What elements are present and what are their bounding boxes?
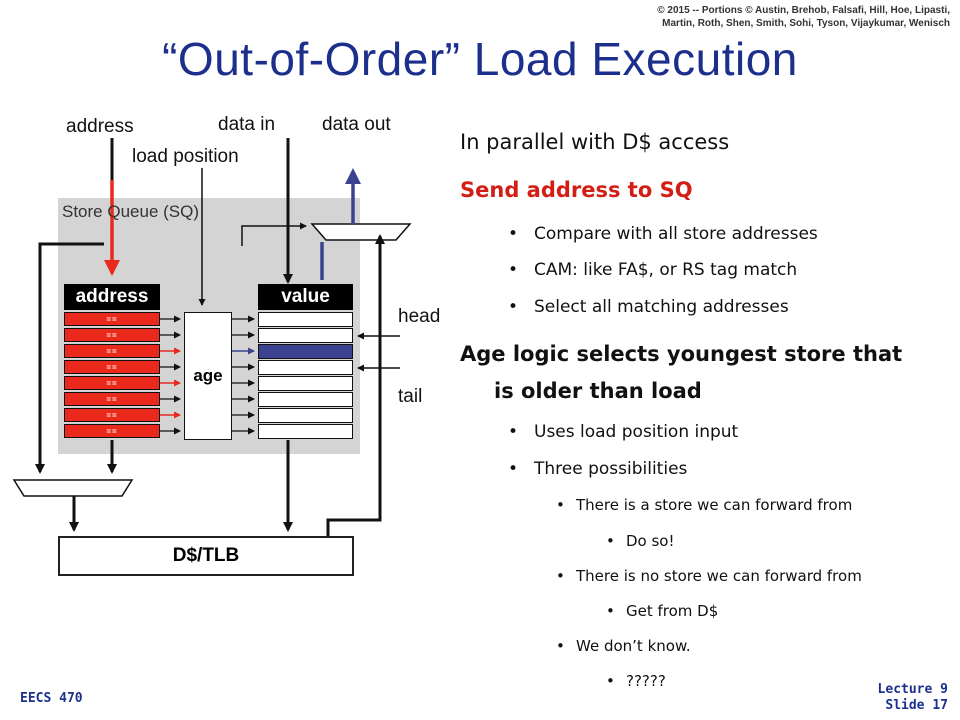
bullet-item: •Select all matching addresses <box>508 297 789 317</box>
cam-cell: == <box>64 408 160 422</box>
value-column-header: value <box>258 284 353 310</box>
bullet-item: •Compare with all store addresses <box>508 224 818 244</box>
tail-label: tail <box>398 386 423 407</box>
bullet-item: Send address to SQ <box>460 178 693 202</box>
value-cell <box>258 376 353 391</box>
bullet-item: •Three possibilities <box>508 459 688 479</box>
value-cell-selected <box>258 344 353 359</box>
address-column-header: address <box>64 284 160 310</box>
value-cell <box>258 328 353 343</box>
bullet-item: Age logic selects youngest store that <box>460 342 903 366</box>
value-cell <box>258 392 353 407</box>
slide-title: “Out-of-Order” Load Execution <box>162 33 798 85</box>
sq-diagram: address data in data out load position S… <box>0 100 460 600</box>
age-logic-box: age <box>184 312 232 440</box>
head-label: head <box>398 306 441 327</box>
cam-cell: == <box>64 392 160 406</box>
bullet-item: •There is a store we can forward from <box>556 496 853 514</box>
slide-number: Slide 17 <box>885 698 948 713</box>
cam-cell: == <box>64 312 160 326</box>
left-mux <box>12 479 134 497</box>
bullet-item: is older than load <box>494 379 702 403</box>
course-label: EECS 470 <box>20 691 83 706</box>
dcache-tlb-box: D$/TLB <box>58 536 354 576</box>
cam-cell: == <box>64 344 160 358</box>
bullet-item: •CAM: like FA$, or RS tag match <box>508 260 798 280</box>
store-queue-label: Store Queue (SQ) <box>62 202 200 221</box>
address-input-label: address <box>66 116 134 137</box>
bullet-item: •We don’t know. <box>556 637 691 655</box>
bullet-item: •????? <box>606 672 666 690</box>
slide-info: Lecture 9 Slide 17 <box>878 682 948 714</box>
cam-cell: == <box>64 376 160 390</box>
load-position-label: load position <box>132 146 239 167</box>
value-cell <box>258 424 353 439</box>
value-cell <box>258 408 353 423</box>
cam-cell: == <box>64 424 160 438</box>
lecture-number: Lecture 9 <box>877 682 948 697</box>
data-in-label: data in <box>218 114 276 135</box>
cam-cell: == <box>64 328 160 342</box>
value-cell <box>258 360 353 375</box>
cam-cell: == <box>64 360 160 374</box>
right-mux <box>310 223 412 241</box>
bullet-item: •Uses load position input <box>508 422 739 442</box>
data-out-label: data out <box>322 114 391 135</box>
bullet-item: •There is no store we can forward from <box>556 567 862 585</box>
bullet-item: •Get from D$ <box>606 602 719 620</box>
bullet-item: •Do so! <box>606 532 675 550</box>
value-cell <box>258 312 353 327</box>
bullet-item: In parallel with D$ access <box>460 130 730 154</box>
copyright-notice: © 2015 -- Portions © Austin, Brehob, Fal… <box>657 5 950 29</box>
